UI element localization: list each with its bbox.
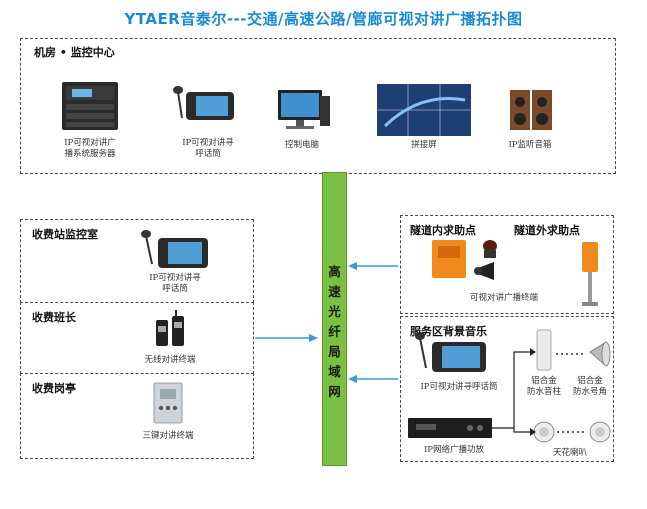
fiber-label-char: 高 [328,264,341,279]
toll-booth-panel [20,373,254,459]
column-speaker-label: 铝合金 防水音柱 [526,376,561,397]
network-amplifier-icon [408,418,492,438]
fiber-network-bar [322,172,347,466]
fiber-network-label: 高速光纤局域网 [322,262,347,402]
amplifier-label: IP网络广播功放 [423,445,485,455]
service-area-microphone-icon [415,332,486,372]
rack-server-label: IP可视对讲广 播系统服务器 [64,138,116,159]
three-key-terminal-icon [153,382,183,424]
toll-station-heading: 收费站监控室 [32,228,98,241]
walkie-talkie-label: 无线对讲终端 [144,355,196,365]
ceiling-speaker-label: 天花喇叭 [552,448,587,458]
monitor-speaker-icon [510,90,552,130]
horn-speaker-label: 铝合金 防水号角 [572,376,607,397]
tunnel-help-terminal-icon [432,240,497,280]
fiber-label-char: 局 [328,344,341,359]
tunnel-inner-heading: 隧道内求助点 [410,224,476,237]
tunnel-outer-pillar-icon [582,242,598,306]
toll-squad-heading: 收费班长 [32,311,76,324]
ceiling-speaker-icon [533,421,611,443]
fiber-label-char: 速 [328,284,341,299]
service-area-heading: 服务区背景音乐 [410,325,487,338]
rack-server-icon [62,82,118,130]
fiber-label-char: 纤 [328,324,341,339]
video-wall-label: 拼接屏 [411,140,437,150]
paging-microphone-icon [173,86,234,120]
monitor-speaker-label: IP监听音箱 [508,140,552,150]
video-wall-icon [377,84,471,136]
fiber-label-char: 光 [328,304,341,319]
tunnel-device-label: 可视对讲广播终端 [469,293,538,303]
paging-microphone-label: IP可视对讲寻 呼话筒 [182,138,234,159]
three-key-terminal-label: 三键对讲终端 [142,431,194,441]
tunnel-outer-heading: 隧道外求助点 [514,224,580,237]
desktop-computer-label: 控制电脑 [284,140,319,150]
diagram-title: YTAER音泰尔---交通/高速公路/管廊可视对讲广播拓扑图 [124,10,523,28]
desktop-computer-icon [278,90,330,129]
horn-speaker-icon [589,341,611,367]
monitor-center-heading: 机房 • 监控中心 [34,46,115,59]
service-microphone-label: IP可视对讲寻呼话筒 [420,382,498,392]
toll-station-microphone-icon [141,230,208,268]
walkie-talkie-icon [156,310,184,346]
network-arrows [255,262,398,383]
toll-booth-heading: 收费岗亭 [32,382,76,395]
column-speaker-icon [536,329,552,371]
toll-station-device-label: IP可视对讲寻 呼话筒 [149,273,201,294]
fiber-label-char: 域 [328,364,341,379]
fiber-label-char: 网 [328,384,341,399]
